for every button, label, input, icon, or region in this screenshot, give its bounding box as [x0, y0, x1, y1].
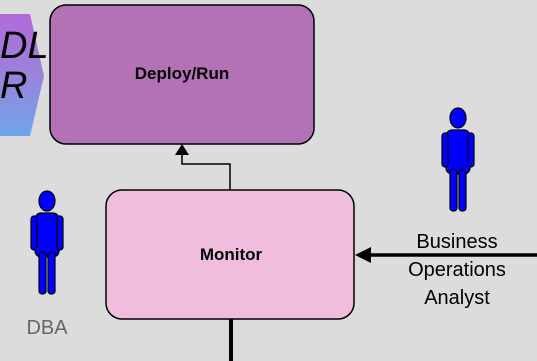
analyst-label: Business Operations Analyst [408, 231, 506, 309]
monitor-box[interactable]: Monitor [105, 189, 355, 320]
analyst-label-line3: Analyst [424, 287, 490, 309]
analyst-to-monitor-arrow [355, 247, 537, 263]
chevron-label-line2: R [0, 65, 27, 107]
chevron-label-line1: DL [0, 25, 49, 67]
analyst-person-icon [441, 107, 475, 212]
monitor-label: Monitor [200, 245, 263, 264]
dba-person-icon [30, 190, 64, 295]
deploy-run-label: Deploy/Run [135, 64, 229, 83]
phase-chevron-shape: DL R [0, 14, 49, 136]
deploy-run-box[interactable]: Deploy/Run [49, 4, 315, 145]
dba-label: DBA [26, 317, 68, 339]
monitor-to-deploy-connector [175, 144, 231, 190]
analyst-label-line1: Business [416, 231, 497, 253]
analyst-label-line2: Operations [408, 259, 506, 281]
